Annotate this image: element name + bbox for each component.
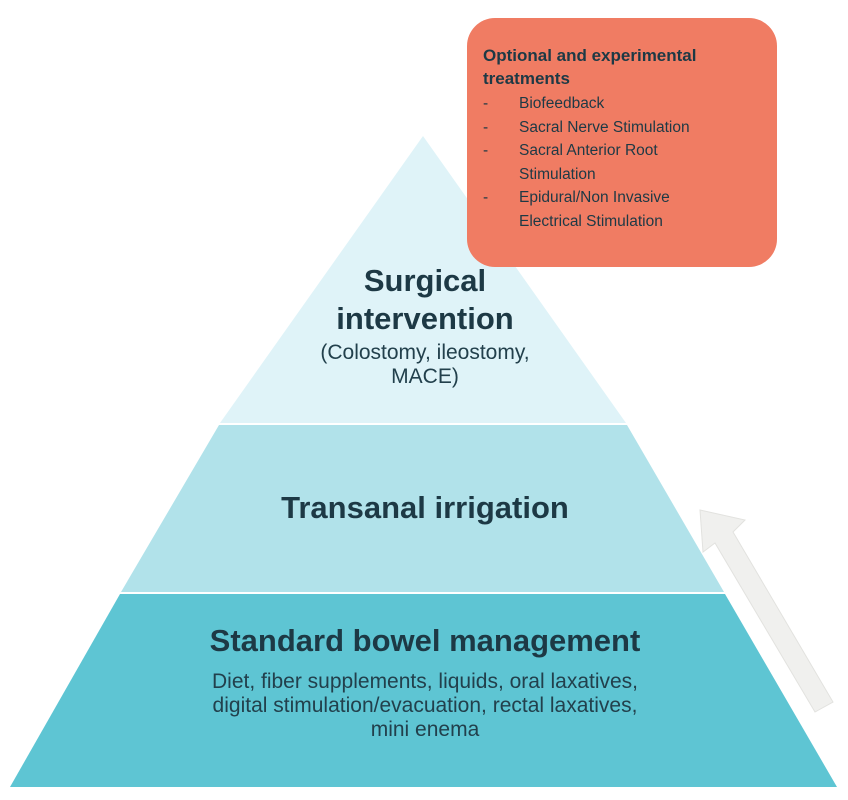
list-item: - Sacral Nerve Stimulation xyxy=(483,116,763,140)
pyramid-tier-top xyxy=(220,136,626,423)
treatment-list: - Biofeedback - Sacral Nerve Stimulation… xyxy=(483,92,763,233)
tier-top-title: Surgical intervention xyxy=(336,263,514,336)
tier-middle-title: Transanal irrigation xyxy=(281,490,569,525)
bullet-dash: - xyxy=(483,95,489,112)
callout-title: Optional and experimental treatments xyxy=(483,44,763,90)
tier-top-label: Surgical intervention (Colostomy, ileost… xyxy=(270,262,580,389)
tier-middle-label: Transanal irrigation xyxy=(200,489,650,527)
bullet-dash: - xyxy=(483,118,489,136)
pyramid-tier-middle xyxy=(121,425,724,592)
list-item-text: Sacral Nerve Stimulation xyxy=(519,118,690,136)
arrow-up-left-icon xyxy=(699,509,834,713)
optional-treatments-callout: Optional and experimental treatments - B… xyxy=(467,18,777,267)
pyramid-tier-base xyxy=(10,594,837,787)
callout-title-line: treatments xyxy=(483,69,570,88)
list-item-text: Biofeedback xyxy=(519,95,605,112)
tier-base-subtitle: Diet, fiber supplements, liquids, oral l… xyxy=(211,670,639,741)
list-item: - Biofeedback xyxy=(483,92,763,116)
tier-base-label: Standard bowel management Diet, fiber su… xyxy=(110,622,740,742)
bullet-dash: - xyxy=(483,189,489,206)
callout-title-line: Optional and experimental xyxy=(483,46,697,65)
tier-base-title: Standard bowel management xyxy=(209,623,641,658)
bullet-dash: - xyxy=(483,142,489,159)
tier-top-subtitle: (Colostomy, ileostomy, MACE) xyxy=(320,341,530,388)
